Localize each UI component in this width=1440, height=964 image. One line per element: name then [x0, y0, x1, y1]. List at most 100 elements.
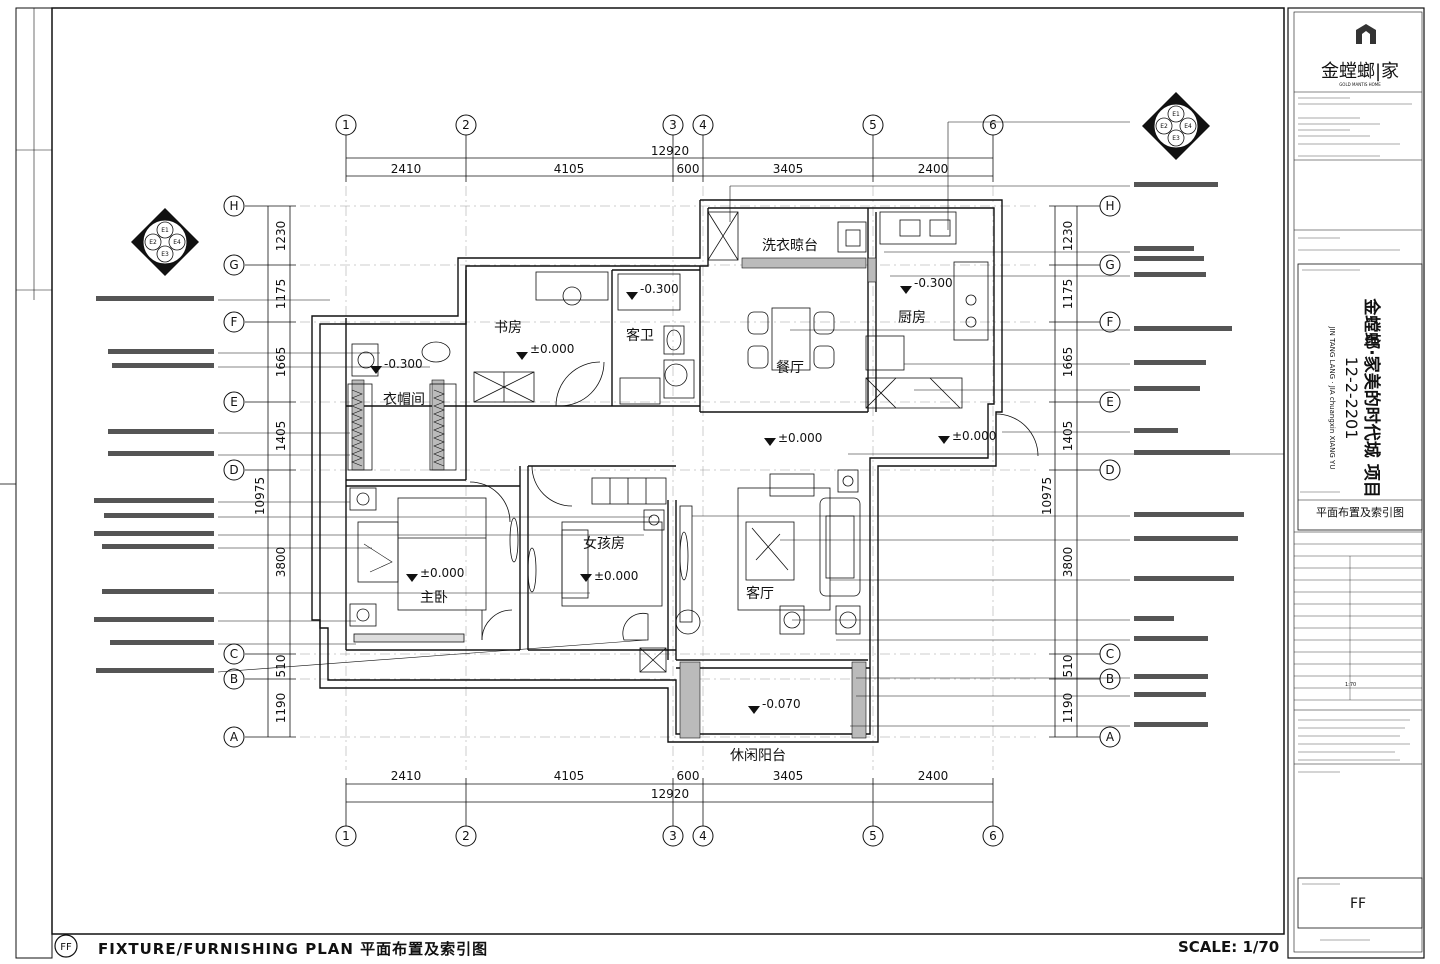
axis-4-top: 4 — [699, 118, 707, 132]
dim-top-total: 12920 — [651, 144, 689, 158]
room-dining: 餐厅 — [776, 360, 804, 376]
axis-bubbles — [223, 114, 1121, 847]
axis-G-left: G — [229, 258, 238, 272]
dim-left-7: 1190 — [274, 693, 288, 724]
axis-C-right: C — [1106, 647, 1114, 661]
axis-2-bottom: 2 — [462, 829, 470, 843]
walls — [311, 199, 1003, 743]
dim-right-6: 510 — [1061, 655, 1075, 678]
axis-1-bottom: 1 — [342, 829, 350, 843]
axis-C-left: C — [230, 647, 238, 661]
sheet-tag: FF — [60, 942, 72, 953]
sheet-tag-circle — [54, 934, 78, 958]
axis-F-left: F — [231, 315, 238, 329]
fixtures — [347, 211, 1039, 735]
index-label-e2: E2 — [149, 239, 157, 246]
dim-left-3: 1665 — [274, 347, 288, 378]
dim-left-6: 510 — [274, 655, 288, 678]
dim-top-1: 2410 — [391, 162, 422, 176]
room-study: 书房 — [494, 320, 522, 336]
dim-bottom-5: 2400 — [918, 769, 949, 783]
room-living: 客厅 — [746, 585, 774, 602]
room-master: 主卧 — [420, 590, 448, 606]
level-kids: ±0.000 — [594, 569, 638, 583]
room-kitchen: 厨房 — [898, 310, 926, 326]
axis-2-top: 2 — [462, 118, 470, 132]
dim-top-2: 4105 — [554, 162, 585, 176]
index-label-e1: E1 — [161, 227, 169, 234]
axis-G-right: G — [1105, 258, 1114, 272]
axis-F-right: F — [1107, 315, 1114, 329]
dim-bottom-total: 12920 — [651, 787, 689, 801]
axis-3-bottom: 3 — [669, 829, 677, 843]
index-label-e2: E2 — [1160, 123, 1168, 130]
company-logo: 金螳螂|家 GOLD MANTIS HOME — [1321, 24, 1399, 87]
plan-scale: SCALE: 1/70 — [1178, 938, 1280, 956]
level-cloak: -0.300 — [384, 357, 423, 371]
axis-5-bottom: 5 — [869, 829, 877, 843]
drawing-title: 平面布置及索引图 — [1316, 505, 1404, 519]
dim-bottom-1: 2410 — [391, 769, 422, 783]
axis-6-top: 6 — [989, 118, 997, 132]
level-study: ±0.000 — [530, 342, 574, 356]
dim-right-2: 1175 — [1061, 279, 1075, 310]
index-label-e4: E4 — [1184, 123, 1192, 130]
dim-top-3: 600 — [677, 162, 700, 176]
project-name: 金螳螂·家美的时代城 项目 — [1361, 297, 1382, 497]
dim-top-5: 2400 — [918, 162, 949, 176]
axis-grid-lines — [300, 186, 1040, 770]
axis-D-right: D — [1105, 463, 1114, 477]
axis-H-right: H — [1105, 199, 1114, 213]
dim-top-4: 3405 — [773, 162, 804, 176]
dim-left-4: 1405 — [274, 421, 288, 452]
sheet-code: FF — [1350, 896, 1366, 912]
room-cloak: 衣帽间 — [383, 392, 425, 408]
axis-3-top: 3 — [669, 118, 677, 132]
plan-title: FIXTURE/FURNISHING PLAN 平面布置及索引图 — [98, 940, 489, 958]
dim-left-total: 10975 — [253, 477, 267, 515]
dim-left-1: 1230 — [274, 221, 288, 252]
index-label-e3: E3 — [161, 251, 169, 258]
level-kitchen: -0.300 — [914, 276, 953, 290]
annotation-leaders-left — [217, 299, 652, 673]
dim-right-1: 1230 — [1061, 221, 1075, 252]
axis-E-left: E — [230, 395, 238, 409]
axis-D-left: D — [229, 463, 238, 477]
room-laundry: 洗衣晾台 — [762, 238, 818, 254]
level-bath: -0.300 — [640, 282, 679, 296]
axis-H-left: H — [229, 199, 238, 213]
axis-4-bottom: 4 — [699, 829, 707, 843]
dim-left-5: 3800 — [274, 547, 288, 578]
title-block — [1287, 7, 1425, 959]
index-symbol-right: E1 E2 E3 E4 — [1142, 92, 1210, 160]
axis-A-left: A — [230, 730, 239, 744]
dim-bottom-2: 4105 — [554, 769, 585, 783]
scale-text: 1:70 — [1345, 682, 1356, 688]
room-balcony: 休闲阳台 — [730, 748, 786, 764]
project-pinyin: JIN TANG LANG · JIA chuangxin XIANG YU — [1328, 326, 1336, 470]
index-label-e1: E1 — [1172, 111, 1180, 118]
logo-text: 金螳螂|家 — [1321, 61, 1399, 82]
level-entry: ±0.000 — [952, 429, 996, 443]
axis-B-left: B — [230, 672, 238, 686]
dim-right-7: 1190 — [1061, 693, 1075, 724]
dim-bottom-3: 600 — [677, 769, 700, 783]
dim-right-3: 1665 — [1061, 347, 1075, 378]
dim-left-2: 1175 — [274, 279, 288, 310]
axis-B-right: B — [1106, 672, 1114, 686]
level-balcony: -0.070 — [762, 697, 801, 711]
room-bath1: 客卫 — [626, 327, 654, 344]
axis-E-right: E — [1106, 395, 1114, 409]
level-hall: ±0.000 — [778, 431, 822, 445]
index-label-e4: E4 — [173, 239, 181, 246]
project-code: 12-2-2201 — [1342, 357, 1361, 440]
axis-A-right: A — [1106, 730, 1115, 744]
axis-5-top: 5 — [869, 118, 877, 132]
axis-6-bottom: 6 — [989, 829, 997, 843]
level-master: ±0.000 — [420, 566, 464, 580]
dim-right-5: 3800 — [1061, 547, 1075, 578]
dimension-lines — [245, 135, 1100, 826]
axis-1-top: 1 — [342, 118, 350, 132]
logo-subtitle: GOLD MANTIS HOME — [1339, 82, 1381, 87]
